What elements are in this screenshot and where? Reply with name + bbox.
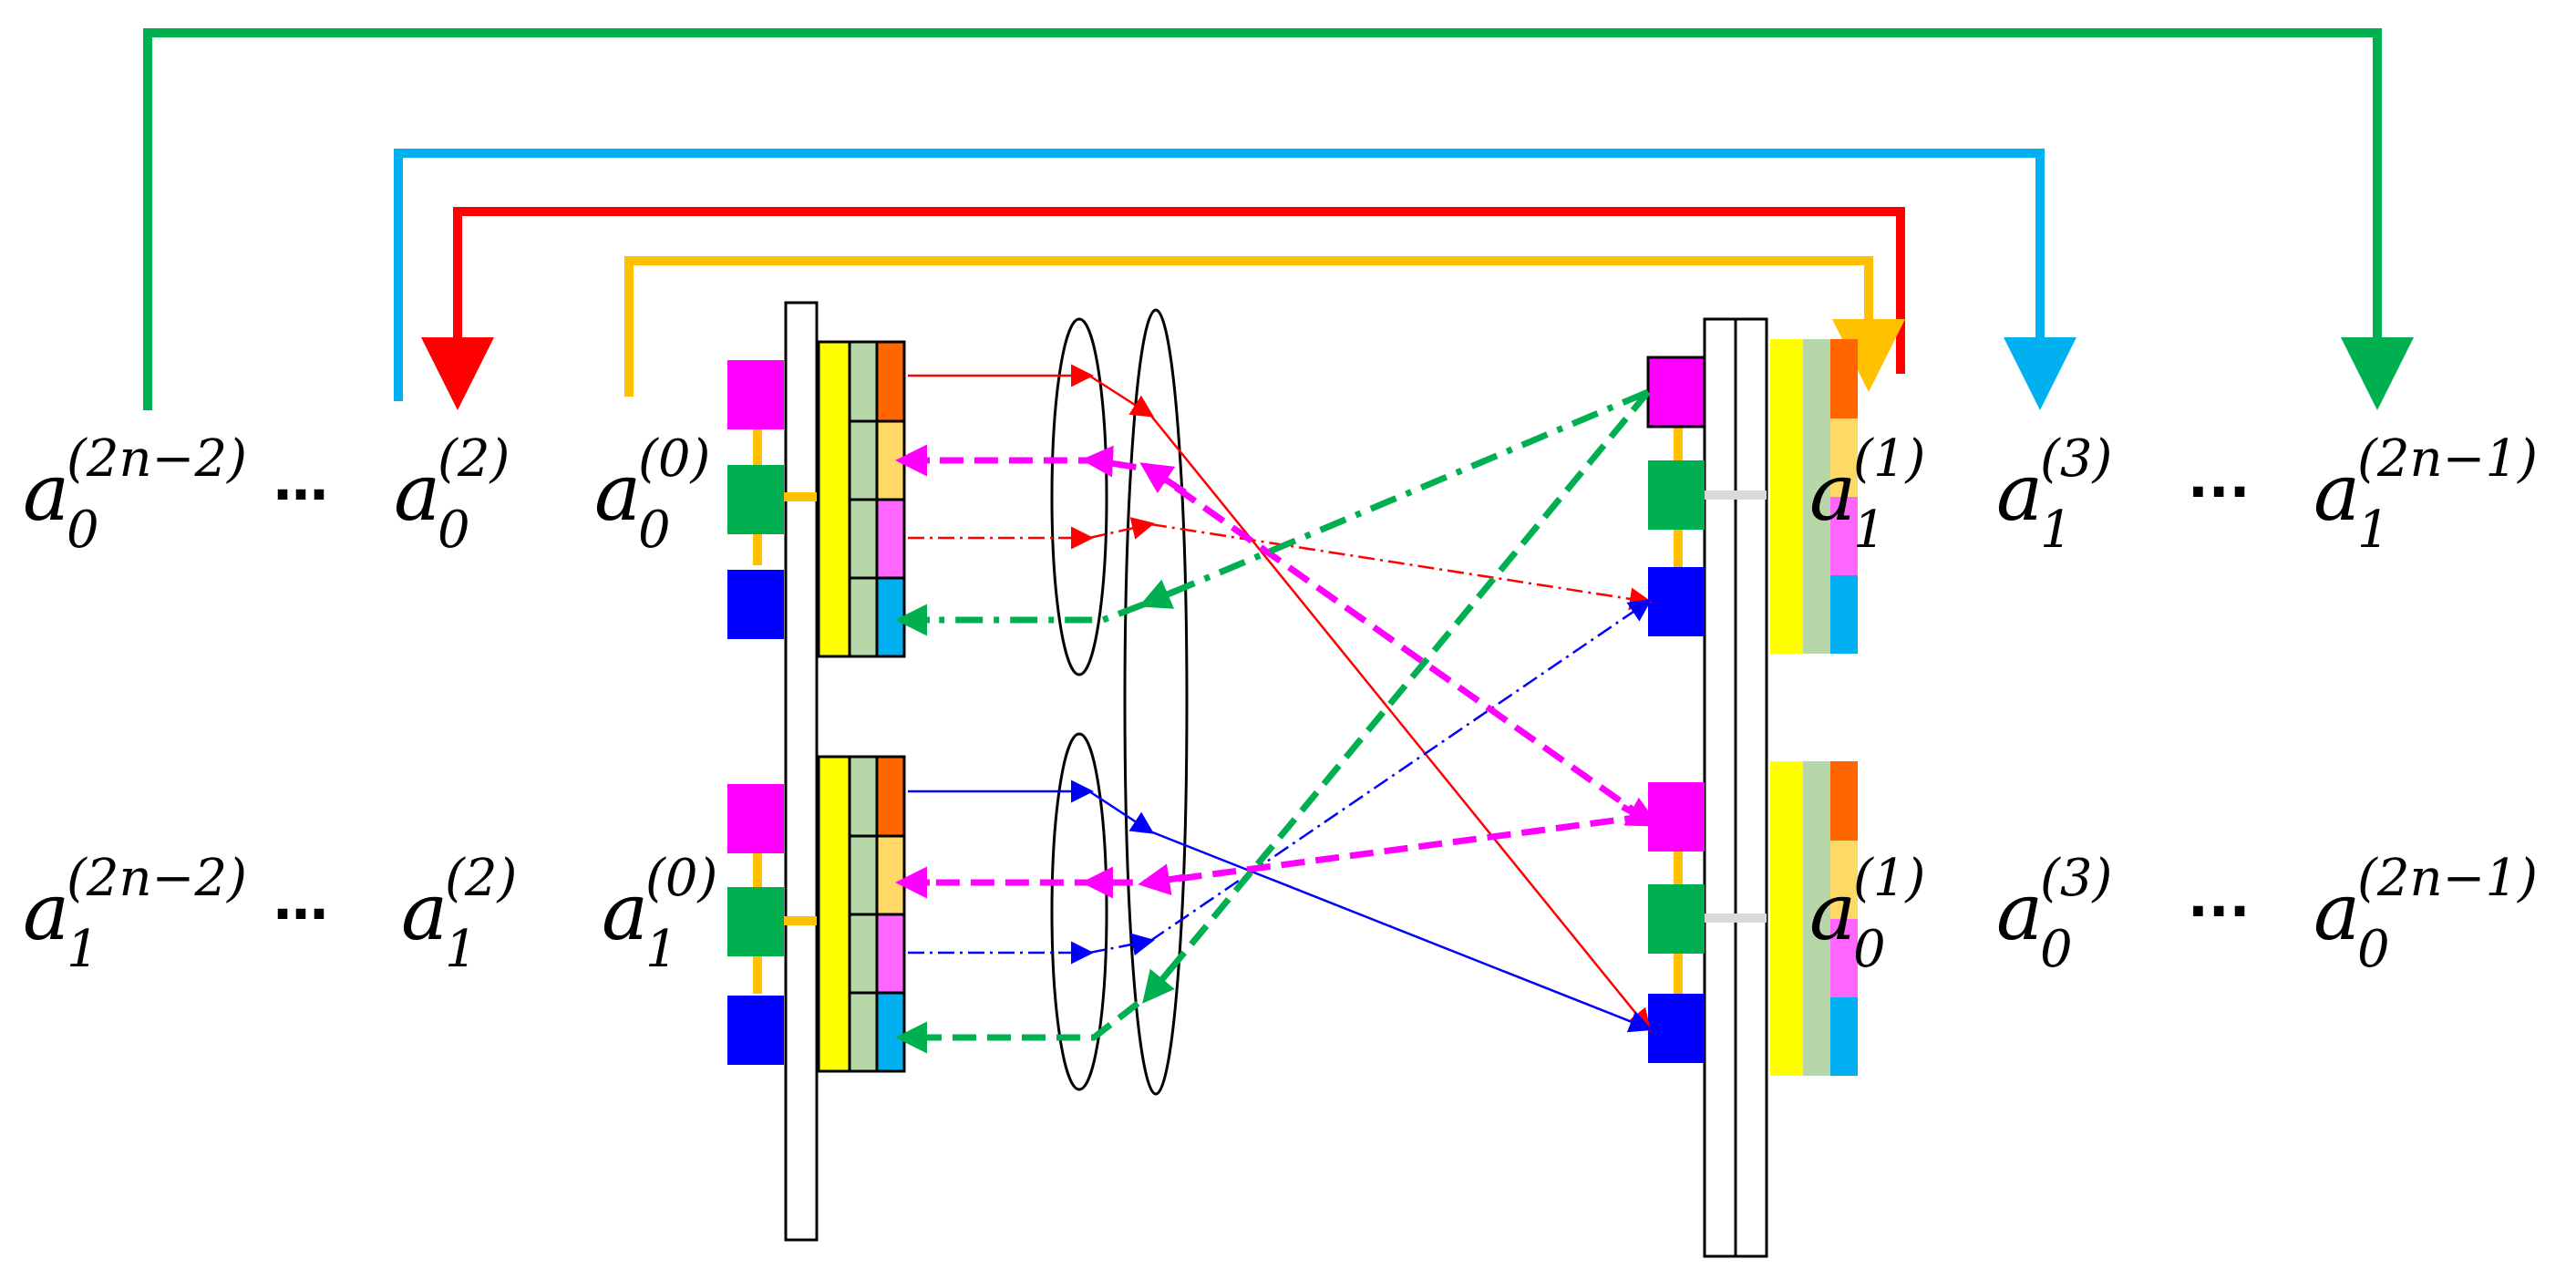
svg-text:a: a	[23, 448, 69, 539]
svg-text:0: 0	[2357, 920, 2390, 979]
svg-text:a: a	[23, 867, 69, 958]
label-a0-1-bottom: a 0 (1)	[1809, 849, 1925, 979]
svg-text:1: 1	[2040, 501, 2073, 560]
label-row-bottom-right: a 0 (1) a 0 (3) ··· a 0 (2n−1)	[1809, 849, 2538, 979]
left-bottom-blue-square	[727, 996, 784, 1065]
right-top-blue-square	[1648, 567, 1705, 636]
label-a1-0-bottom: a 1 (0)	[602, 849, 717, 979]
label-a0-2-top: a 0 (2)	[394, 429, 510, 560]
label-a1-2n-1-top: a 1 (2n−1)	[2313, 429, 2538, 560]
right-bottom-register	[1770, 761, 1858, 1076]
svg-text:a: a	[594, 448, 641, 539]
ellipse-bottom	[1050, 732, 1108, 1091]
label-a0-0-top: a 0 (0)	[594, 429, 710, 560]
svg-text:(3): (3)	[2040, 849, 2112, 908]
svg-text:a: a	[1996, 867, 2043, 958]
svg-text:(2): (2)	[445, 849, 517, 908]
top-brackets	[143, 28, 2414, 410]
label-a0-2n-2-top: a 0 (2n−2)	[23, 429, 247, 560]
bracket-green	[143, 28, 2414, 410]
svg-text:(3): (3)	[2040, 429, 2112, 489]
right-bottom-magenta-square	[1648, 782, 1705, 852]
svg-text:(1): (1)	[1853, 849, 1925, 908]
right-top-register	[1770, 339, 1858, 654]
right-top-magenta-square	[1646, 356, 1706, 428]
ellipsis-top-right: ···	[2188, 460, 2250, 524]
svg-text:1: 1	[2357, 501, 2390, 560]
left-top-green-square	[727, 465, 784, 534]
left-bottom-register	[817, 755, 906, 1073]
svg-text:1: 1	[67, 920, 99, 979]
left-bottom-green-square	[727, 887, 784, 956]
svg-text:1: 1	[445, 920, 478, 979]
label-a1-3-top: a 1 (3)	[1996, 429, 2112, 560]
svg-text:0: 0	[67, 501, 99, 560]
left-assembly	[727, 301, 906, 1242]
svg-text:(0): (0)	[645, 849, 717, 908]
label-row-top-left: a 0 (2n−2) … a 0 (2) a 0 (0)	[23, 429, 710, 560]
right-top-green-square	[1648, 460, 1705, 530]
svg-text:a: a	[2313, 867, 2360, 958]
svg-text:0: 0	[1853, 920, 1886, 979]
right-bottom-blue-square	[1648, 994, 1705, 1063]
svg-text:a: a	[394, 448, 440, 539]
svg-text:a: a	[2313, 448, 2360, 539]
svg-text:(2n−1): (2n−1)	[2357, 429, 2538, 489]
label-row-bottom-left: a 1 (2n−2) … a 1 (2) a 1 (0)	[23, 849, 717, 979]
label-row-top-right: a 1 (1) a 1 (3) ··· a 1 (2n−1)	[1809, 429, 2538, 560]
left-top-register	[817, 340, 906, 658]
svg-text:(2): (2)	[438, 429, 510, 489]
right-bottom-green-square	[1648, 884, 1705, 954]
bracket-cyan	[394, 149, 2076, 410]
left-bottom-magenta-square	[727, 784, 784, 853]
svg-text:(2n−2): (2n−2)	[67, 429, 247, 489]
svg-text:a: a	[1809, 448, 1856, 539]
svg-text:0: 0	[2040, 920, 2073, 979]
bracket-gold	[624, 256, 1905, 397]
svg-text:a: a	[401, 867, 448, 958]
svg-text:(2n−1): (2n−1)	[2357, 849, 2538, 908]
svg-text:1: 1	[645, 920, 678, 979]
label-a0-2n-1-bottom: a 0 (2n−1)	[2313, 849, 2538, 979]
svg-text:0: 0	[438, 501, 470, 560]
svg-text:(2n−2): (2n−2)	[67, 849, 247, 908]
ellipsis-bottom-left: …	[273, 869, 328, 933]
svg-text:a: a	[1996, 448, 2043, 539]
cross-arrows	[895, 364, 1660, 1054]
svg-text:a: a	[602, 867, 648, 958]
group-ellipses	[1050, 308, 1189, 1096]
label-a1-2n-2-bottom: a 1 (2n−2)	[23, 849, 247, 979]
bracket-red	[421, 207, 1905, 410]
left-top-magenta-square	[727, 360, 784, 429]
svg-text:a: a	[1809, 867, 1856, 958]
ellipsis-bottom-right: ···	[2188, 880, 2250, 944]
left-bar	[784, 301, 819, 1242]
ellipsis-top-left: …	[273, 449, 328, 513]
right-assembly	[1646, 317, 1858, 1258]
label-a1-2-bottom: a 1 (2)	[401, 849, 517, 979]
ellipse-tall	[1123, 308, 1189, 1096]
label-a0-3-bottom: a 0 (3)	[1996, 849, 2112, 979]
svg-text:0: 0	[638, 501, 671, 560]
label-a1-1-top: a 1 (1)	[1809, 429, 1925, 560]
left-top-blue-square	[727, 570, 784, 639]
svg-text:1: 1	[1853, 501, 1886, 560]
ellipse-top	[1050, 317, 1108, 676]
svg-text:(0): (0)	[638, 429, 710, 489]
svg-text:(1): (1)	[1853, 429, 1925, 489]
